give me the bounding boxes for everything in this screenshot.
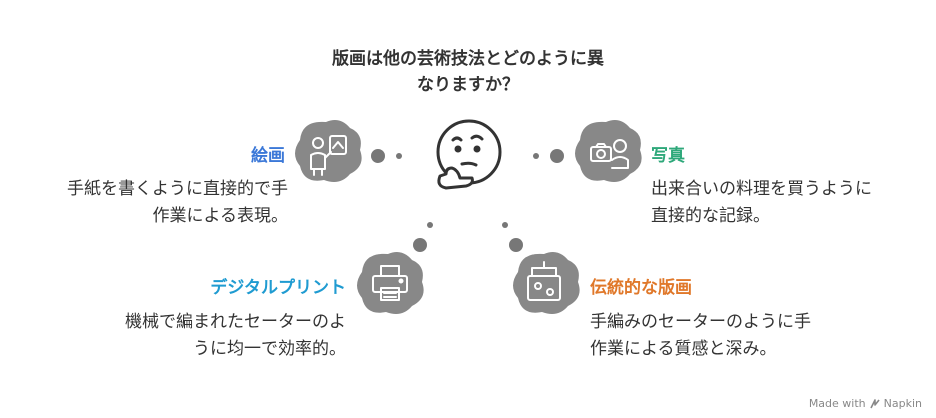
- description-digital-print-line-1: 機械で編まれたセーターのよ: [125, 312, 346, 332]
- description-painting: 手紙を書くように直接的で手 作業による表現。: [20, 176, 288, 230]
- description-painting-line-1: 手紙を書くように直接的で手: [67, 179, 288, 199]
- photographer-icon: [575, 120, 642, 182]
- made-with-napkin-footer[interactable]: Made with Napkin: [809, 397, 922, 410]
- title-line-1: 版画は他の芸術技法とどのように異: [332, 49, 604, 69]
- description-painting-line-2: 作業による表現。: [152, 206, 289, 226]
- heading-photography: 写真: [651, 146, 685, 166]
- description-digital-print: 機械で編まれたセーターのよ うに均一で効率的。: [40, 309, 346, 363]
- printer-icon: [357, 252, 424, 314]
- description-photography: 出来合いの料理を買うように 直接的な記録。: [651, 176, 921, 230]
- made-with-label: Made with: [808, 397, 866, 410]
- description-traditional-printmaking-line-2: 作業による質感と深み。: [590, 339, 777, 359]
- description-digital-print-line-2: うに均一で効率的。: [193, 339, 346, 359]
- heading-traditional-printmaking: 伝統的な版画: [590, 278, 692, 298]
- description-traditional-printmaking-line-1: 手編みのセーターのように手: [590, 312, 811, 332]
- description-traditional-printmaking: 手編みのセーターのように手 作業による質感と深み。: [590, 309, 890, 363]
- heading-digital-print: デジタルプリント: [210, 278, 346, 298]
- connector-dots: [371, 149, 564, 252]
- description-photography-line-2: 直接的な記録。: [651, 206, 770, 226]
- printing-press-icon: [513, 252, 580, 314]
- heading-painting: 絵画: [251, 146, 285, 166]
- diagram-title: 版画は他の芸術技法とどのように異 なりますか？: [290, 46, 646, 98]
- napkin-brand-label: Napkin: [883, 397, 922, 410]
- napkin-logo-icon: [869, 398, 880, 408]
- title-line-2: なりますか？: [417, 75, 519, 95]
- painter-icon: [295, 120, 362, 182]
- thinking-face-icon: [436, 119, 502, 190]
- description-photography-line-1: 出来合いの料理を買うように: [651, 179, 872, 199]
